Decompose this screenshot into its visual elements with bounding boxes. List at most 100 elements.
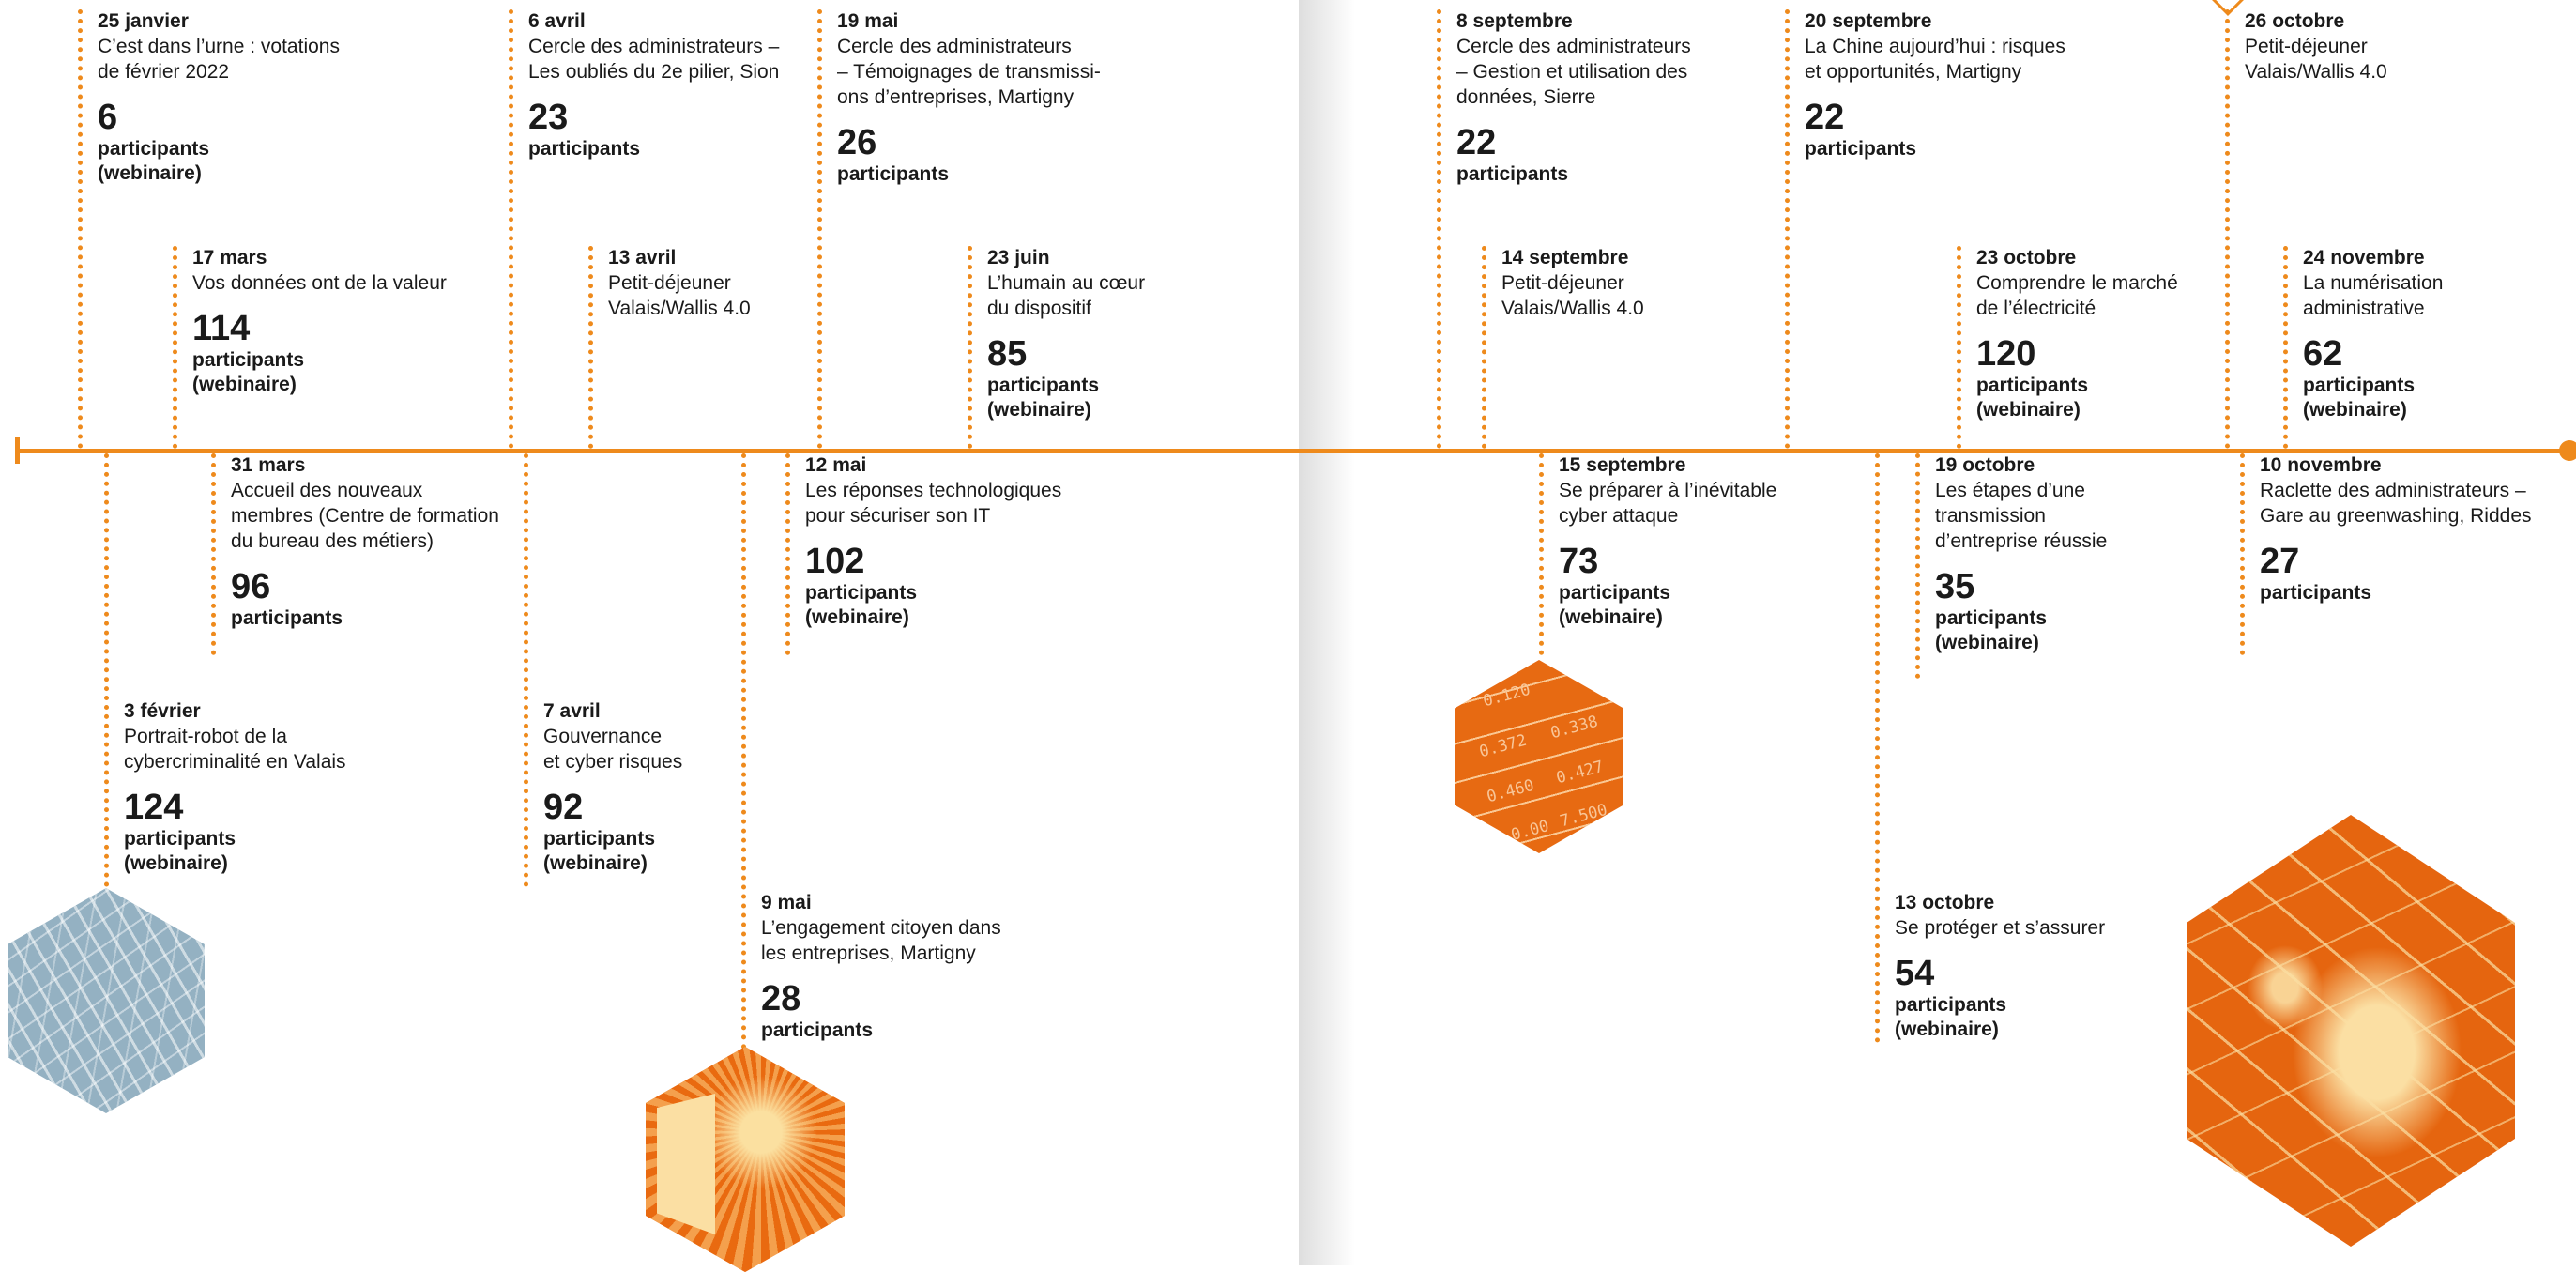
timeline-end-dot <box>2559 440 2576 461</box>
event-date: 13 avril <box>608 247 677 268</box>
event-13-octobre: 13 octobre Se protéger et s’assurer 54 p… <box>1875 453 2157 1043</box>
timeline-start-tick <box>15 437 20 464</box>
event-unit: participants (webinaire) <box>1976 375 2089 421</box>
event-14-septembre: 14 septembre Petit-déjeuner Valais/Walli… <box>1482 246 1707 449</box>
right-page <box>1299 0 2576 1265</box>
event-date: 24 novembre <box>2303 247 2425 268</box>
event-unit: participants (webinaire) <box>2303 375 2416 421</box>
event-date: 23 juin <box>987 247 1050 268</box>
event-count: 96 <box>231 567 271 606</box>
event-date: 10 novembre <box>2260 454 2382 476</box>
hex-number: 0.372 <box>1477 730 1529 762</box>
orange-room-wall-image <box>657 1094 715 1234</box>
event-unit: participants <box>761 1019 874 1041</box>
event-count: 27 <box>2260 542 2300 581</box>
event-date: 3 février <box>124 700 201 722</box>
event-date: 26 octobre <box>2245 10 2345 32</box>
event-unit: participants (webinaire) <box>805 582 918 628</box>
event-unit: participants <box>837 163 950 185</box>
hex-number: 0.460 <box>1485 775 1536 807</box>
event-count: 120 <box>1976 334 2036 374</box>
event-13-avril: 13 avril Petit-déjeuner Valais/Wallis 4.… <box>588 246 804 449</box>
event-date: 19 octobre <box>1935 454 2035 476</box>
timeline-axis <box>17 449 2571 453</box>
event-unit: participants <box>1805 138 1917 160</box>
event-unit: participants (webinaire) <box>1895 994 2007 1040</box>
event-date: 8 septembre <box>1456 10 1573 32</box>
event-title: Comprendre le marché de l’électricité <box>1976 272 2178 319</box>
event-count: 23 <box>528 98 569 137</box>
event-unit: participants (webinaire) <box>1559 582 1671 628</box>
event-count: 73 <box>1559 542 1599 581</box>
event-title: C’est dans l’urne : votations de février… <box>98 36 340 83</box>
event-title: Les réponses technologiques pour sécuris… <box>805 480 1062 527</box>
event-12-mai: 12 mai Les réponses technologiques pour … <box>785 453 1086 655</box>
event-date: 15 septembre <box>1559 454 1686 476</box>
event-unit: participants <box>1456 163 1569 185</box>
event-unit: participants (webinaire) <box>543 828 656 874</box>
event-23-juin: 23 juin L’humain au cœur du dispositif 8… <box>968 246 1202 449</box>
event-title: Gouvernance et cyber risques <box>543 726 683 773</box>
event-date: 20 septembre <box>1805 10 1932 32</box>
event-title: Se protéger et s’assurer <box>1895 917 2106 939</box>
event-date: 25 janvier <box>98 10 189 32</box>
event-title: Cercle des administrateurs – Les oubliés… <box>528 36 780 83</box>
event-unit: participants (webinaire) <box>192 349 305 395</box>
event-count: 62 <box>2303 334 2343 374</box>
event-title: La Chine aujourd’hui : risques et opport… <box>1805 36 2065 83</box>
event-25-janvier: 25 janvier C’est dans l’urne : votations… <box>78 9 472 449</box>
hex-number: 0.427 <box>1554 757 1606 789</box>
event-date: 9 mai <box>761 892 812 913</box>
event-7-avril: 7 avril Gouvernance et cyber risques 92 … <box>524 453 768 887</box>
event-count: 54 <box>1895 954 1935 993</box>
event-19-octobre: 19 octobre Les étapes d’une transmission… <box>1915 453 2159 679</box>
event-title: Se préparer à l’inévitable cyber attaque <box>1559 480 1777 527</box>
event-15-septembre: 15 septembre Se préparer à l’inévitable … <box>1539 453 1821 655</box>
event-24-novembre: 24 novembre La numérisation administrati… <box>2283 246 2527 449</box>
event-title: Petit-déjeuner Valais/Wallis 4.0 <box>2245 36 2387 83</box>
event-unit: participants (webinaire) <box>98 138 210 184</box>
event-count: 35 <box>1935 567 1975 606</box>
event-count: 124 <box>124 788 184 827</box>
event-count: 85 <box>987 334 1028 374</box>
event-title: Les étapes d’une transmission d’entrepri… <box>1935 480 2108 552</box>
event-19-mai: 19 mai Cercle des administrateurs – Témo… <box>817 9 1118 449</box>
event-31-mars: 31 mars Accueil des nouveaux membres (Ce… <box>211 453 530 655</box>
blue-hexagon-image <box>8 888 205 1113</box>
event-unit: participants <box>528 138 641 160</box>
event-title: Petit-déjeuner Valais/Wallis 4.0 <box>608 272 751 319</box>
event-title: Cercle des administrateurs – Témoignages… <box>837 36 1101 108</box>
event-count: 22 <box>1805 98 1845 137</box>
event-title: Cercle des administrateurs – Gestion et … <box>1456 36 1691 108</box>
event-unit: participants (webinaire) <box>1935 607 2048 653</box>
event-unit: participants <box>231 607 343 629</box>
event-3-fevrier: 3 février Portrait-robot de la cybercrim… <box>104 453 395 887</box>
event-date: 31 mars <box>231 454 306 476</box>
event-title: L’engagement citoyen dans les entreprise… <box>761 917 1001 964</box>
event-title: L’humain au cœur du dispositif <box>987 272 1146 319</box>
event-6-avril: 6 avril Cercle des administrateurs – Les… <box>509 9 800 449</box>
event-title: Accueil des nouveaux membres (Centre de … <box>231 480 499 552</box>
event-title: Petit-déjeuner Valais/Wallis 4.0 <box>1501 272 1644 319</box>
event-date: 6 avril <box>528 10 586 32</box>
event-count: 26 <box>837 123 877 162</box>
event-date: 19 mai <box>837 10 899 32</box>
event-count: 92 <box>543 788 584 827</box>
event-date: 14 septembre <box>1501 247 1629 268</box>
event-9-mai: 9 mai L’engagement citoyen dans les entr… <box>741 453 1042 1050</box>
event-count: 114 <box>192 309 251 348</box>
hex-number: 0.338 <box>1548 712 1600 743</box>
event-10-novembre: 10 novembre Raclette des administrateurs… <box>2240 453 2550 655</box>
event-26-octobre: 26 octobre Petit-déjeuner Valais/Wallis … <box>2225 9 2460 449</box>
event-8-septembre: 8 septembre Cercle des administrateurs –… <box>1437 9 1737 449</box>
event-title: La numérisation administrative <box>2303 272 2444 319</box>
event-count: 28 <box>761 979 801 1019</box>
event-date: 12 mai <box>805 454 867 476</box>
event-20-septembre: 20 septembre La Chine aujourd’hui : risq… <box>1785 9 2104 449</box>
event-count: 22 <box>1456 123 1497 162</box>
event-unit: participants (webinaire) <box>124 828 236 874</box>
event-17-mars: 17 mars Vos données ont de la valeur 114… <box>173 246 511 449</box>
event-count: 102 <box>805 542 865 581</box>
event-date: 13 octobre <box>1895 892 1995 913</box>
event-date: 17 mars <box>192 247 267 268</box>
